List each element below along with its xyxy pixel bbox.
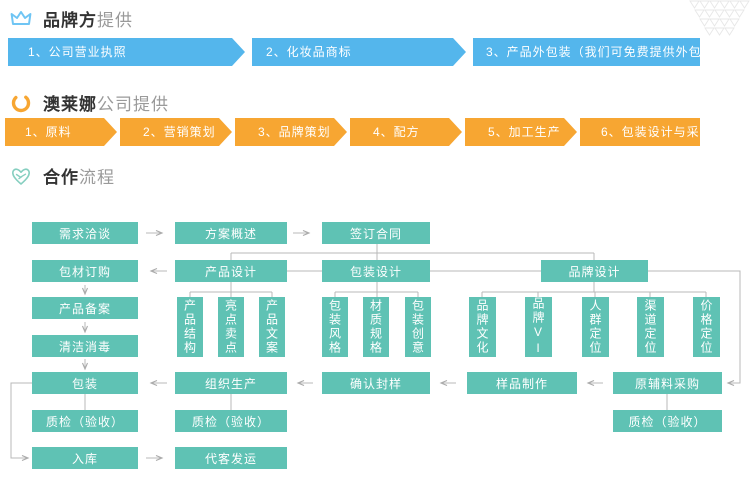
company-title-strong: 澳莱娜 — [43, 95, 97, 114]
process-title-strong: 合作 — [43, 168, 79, 187]
cooperation-flowchart: 需求洽谈 方案概述 签订合同 包材订购 产品设计 包装设计 品牌设计 产品备案 … — [0, 195, 750, 484]
section-title: 合作流程 — [43, 163, 115, 188]
flow-node-brand-design: 品牌设计 — [541, 260, 648, 282]
flow-node-proposal-overview: 方案概述 — [175, 222, 287, 244]
flow-node-sample-making: 样品制作 — [467, 372, 577, 394]
flow-node-channel-positioning: 渠道定位 — [637, 297, 664, 357]
flow-node-cleaning-disinfection: 清洁消毒 — [32, 335, 138, 357]
company-section-header: 澳莱娜公司提供 — [8, 90, 169, 115]
company-step-3: 3、品牌策划 — [235, 118, 347, 146]
flow-node-audience-positioning: 人群定位 — [582, 297, 609, 357]
brand-step-1: 1、公司营业执照 — [8, 38, 245, 66]
triangle-pattern-decoration — [689, 0, 750, 36]
flow-node-package-design: 包装设计 — [322, 260, 430, 282]
brand-title-strong: 品牌方 — [43, 11, 97, 30]
brand-steps-band: 1、公司营业执照 2、化妆品商标 3、产品外包装（我们可免费提供外包装设计） — [0, 38, 750, 66]
flow-node-material-specification: 材质规格 — [363, 297, 389, 357]
flow-node-qc-acceptance-left: 质检（验收） — [32, 410, 138, 432]
flow-node-product-copywriting: 产品文案 — [259, 297, 285, 357]
flow-node-price-positioning: 价格定位 — [693, 297, 720, 357]
company-step-2: 2、营销策划 — [120, 118, 232, 146]
flow-node-packaging-material-order: 包材订购 — [32, 260, 138, 282]
flow-node-delivery-on-behalf: 代客发运 — [175, 447, 287, 469]
process-section-header: 合作流程 — [8, 163, 115, 188]
flow-node-confirm-sealed-sample: 确认封样 — [322, 372, 430, 394]
flow-node-product-design: 产品设计 — [175, 260, 287, 282]
flow-node-package-style: 包装风格 — [322, 297, 348, 357]
flow-node-qc-acceptance-right: 质检（验收） — [613, 410, 722, 432]
flow-node-qc-acceptance-mid: 质检（验收） — [175, 410, 287, 432]
flow-node-raw-material-purchase: 原辅料采购 — [613, 372, 722, 394]
company-steps-band: 1、原料 2、营销策划 3、品牌策划 4、配方 5、加工生产 6、包装设计与采购 — [0, 118, 750, 146]
company-step-6: 6、包装设计与采购 — [580, 118, 700, 146]
flow-node-brand-vi: 品牌VI — [525, 297, 552, 357]
company-title-light: 公司提供 — [97, 95, 169, 114]
flow-node-package-creativity: 包装创意 — [405, 297, 431, 357]
section-title: 品牌方提供 — [43, 6, 133, 31]
company-step-5: 5、加工生产 — [465, 118, 577, 146]
crown-icon — [8, 7, 34, 31]
brand-section-header: 品牌方提供 — [8, 6, 133, 31]
ring-icon — [8, 91, 34, 115]
flow-node-organize-production: 组织生产 — [175, 372, 287, 394]
flow-node-packing: 包装 — [32, 372, 138, 394]
company-step-1: 1、原料 — [5, 118, 117, 146]
flow-node-highlight-selling-points: 亮点卖点 — [218, 297, 244, 357]
brand-step-3: 3、产品外包装（我们可免费提供外包装设计） — [473, 38, 700, 66]
flow-node-brand-culture: 品牌文化 — [469, 297, 496, 357]
brand-step-2: 2、化妆品商标 — [252, 38, 466, 66]
brand-title-light: 提供 — [97, 11, 133, 30]
section-title: 澳莱娜公司提供 — [43, 90, 169, 115]
connector-lines — [10, 229, 741, 462]
flow-node-product-structure: 产品结构 — [177, 297, 203, 357]
company-step-4: 4、配方 — [350, 118, 462, 146]
process-title-light: 流程 — [79, 168, 115, 187]
flow-node-warehousing: 入库 — [32, 447, 138, 469]
flow-node-demand-negotiation: 需求洽谈 — [32, 222, 138, 244]
flow-node-product-record: 产品备案 — [32, 297, 138, 319]
handshake-icon — [8, 164, 34, 188]
flow-node-sign-contract: 签订合同 — [322, 222, 430, 244]
